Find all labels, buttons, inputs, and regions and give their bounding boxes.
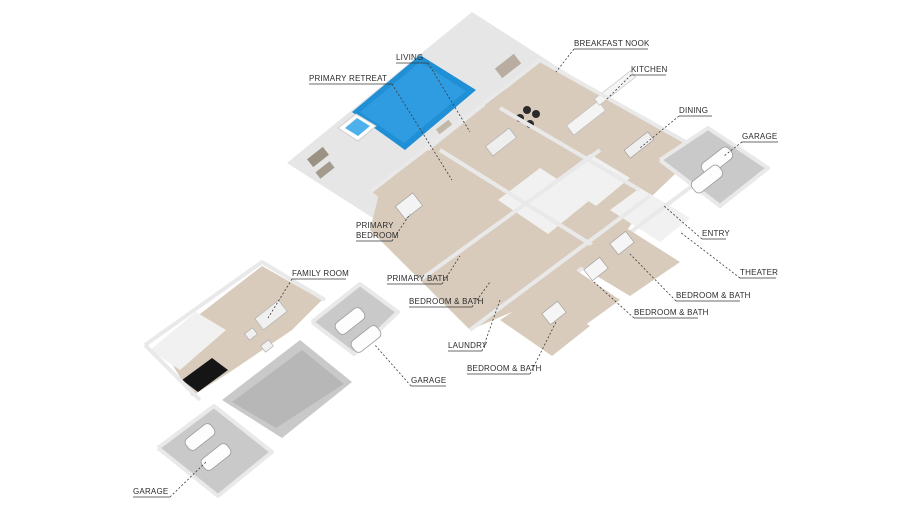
primary-bedroom-floor — [372, 150, 488, 236]
garage-car — [690, 164, 724, 194]
interior-room — [498, 168, 590, 234]
spa-water — [345, 118, 370, 136]
leader-line — [427, 62, 471, 133]
label-living: LIVING — [396, 53, 423, 62]
label-garage-mid: GARAGE — [411, 376, 446, 385]
label-family-room: FAMILY ROOM — [292, 269, 349, 278]
leader-line — [555, 48, 575, 73]
living-chair — [532, 110, 540, 118]
house-inner-wall — [498, 106, 642, 192]
leader-line — [663, 205, 703, 240]
kitchen-island — [566, 100, 606, 136]
label-bedroom-bath: BEDROOM & BATH — [634, 308, 709, 317]
family-room-sofa — [254, 299, 288, 331]
pool-pattern — [360, 62, 466, 143]
label-theater: THEATER — [740, 268, 778, 277]
family-room-chair — [244, 327, 258, 341]
label-garage-bottom: GARAGE — [133, 487, 168, 496]
garage-drive-floor — [232, 350, 344, 428]
garage-car — [184, 423, 216, 451]
dining-table — [623, 131, 655, 159]
leader-line — [373, 343, 412, 387]
label-entry: ENTRY — [702, 229, 730, 238]
leader-line — [391, 83, 453, 181]
label-primary-retreat: PRIMARY RETREAT — [309, 74, 387, 83]
family-room-floor — [160, 266, 322, 396]
primary-bed — [394, 192, 424, 220]
label-dining: DINING — [679, 106, 708, 115]
house-outer-wall — [368, 58, 701, 194]
bedroom-bed — [541, 300, 567, 326]
right-garage — [658, 126, 770, 208]
leader-line — [605, 74, 632, 101]
terrace-lounge-chair — [307, 146, 329, 168]
bedroom-bed — [609, 230, 635, 256]
leader-line — [391, 213, 411, 242]
main-house — [287, 12, 702, 356]
family-room-wall — [143, 343, 202, 402]
room-labels: BREAKFAST NOOK LIVING KITCHEN PRIMARY RE… — [133, 39, 778, 498]
label-bedroom-bath: BEDROOM & BATH — [467, 364, 542, 373]
label-primary-bath: PRIMARY BATH — [387, 274, 449, 283]
lower-level — [143, 260, 400, 498]
label-laundry: LAUNDRY — [448, 341, 488, 350]
bedroom-floor — [520, 266, 620, 336]
family-room-chair — [260, 339, 274, 353]
leader-line — [471, 281, 491, 308]
leader-line — [481, 299, 501, 352]
garage-car — [350, 325, 382, 353]
living-chair — [523, 106, 531, 114]
house-inner-wall — [418, 148, 602, 282]
terrace-dining-table — [494, 53, 522, 79]
leader-line — [529, 321, 557, 375]
label-primary-bedroom: PRIMARY — [356, 221, 394, 230]
garage-car — [200, 443, 232, 471]
house-inner-wall — [468, 194, 652, 332]
leader-line — [593, 281, 635, 319]
label-kitchen: KITCHEN — [631, 65, 668, 74]
family-room-wall — [143, 260, 327, 347]
label-breakfast-nook: BREAKFAST NOOK — [574, 39, 650, 48]
leader-line — [441, 255, 461, 285]
middle-garage-wall — [310, 282, 400, 356]
label-bedroom-bath: BEDROOM & BATH — [676, 291, 751, 300]
label-bedroom-bath: BEDROOM & BATH — [409, 297, 484, 306]
stair-black — [182, 358, 228, 392]
bedroom-bed — [583, 256, 609, 282]
garage-car — [334, 307, 366, 335]
terrace-lounge-chair — [315, 161, 335, 179]
terrace-lounger — [435, 119, 453, 135]
leader-line — [679, 231, 741, 279]
label-garage-right: GARAGE — [742, 132, 777, 141]
leader-line — [639, 115, 680, 149]
bedroom-floor — [570, 224, 680, 296]
label-primary-bedroom: BEDROOM — [356, 231, 399, 240]
bottom-garage-wall — [156, 404, 274, 498]
bedroom-floor — [500, 294, 590, 356]
living-sofa — [485, 127, 517, 157]
house-inner-wall — [438, 148, 602, 252]
leader-line — [629, 253, 677, 302]
leader-line — [169, 461, 207, 498]
family-room-bath — [150, 312, 226, 370]
